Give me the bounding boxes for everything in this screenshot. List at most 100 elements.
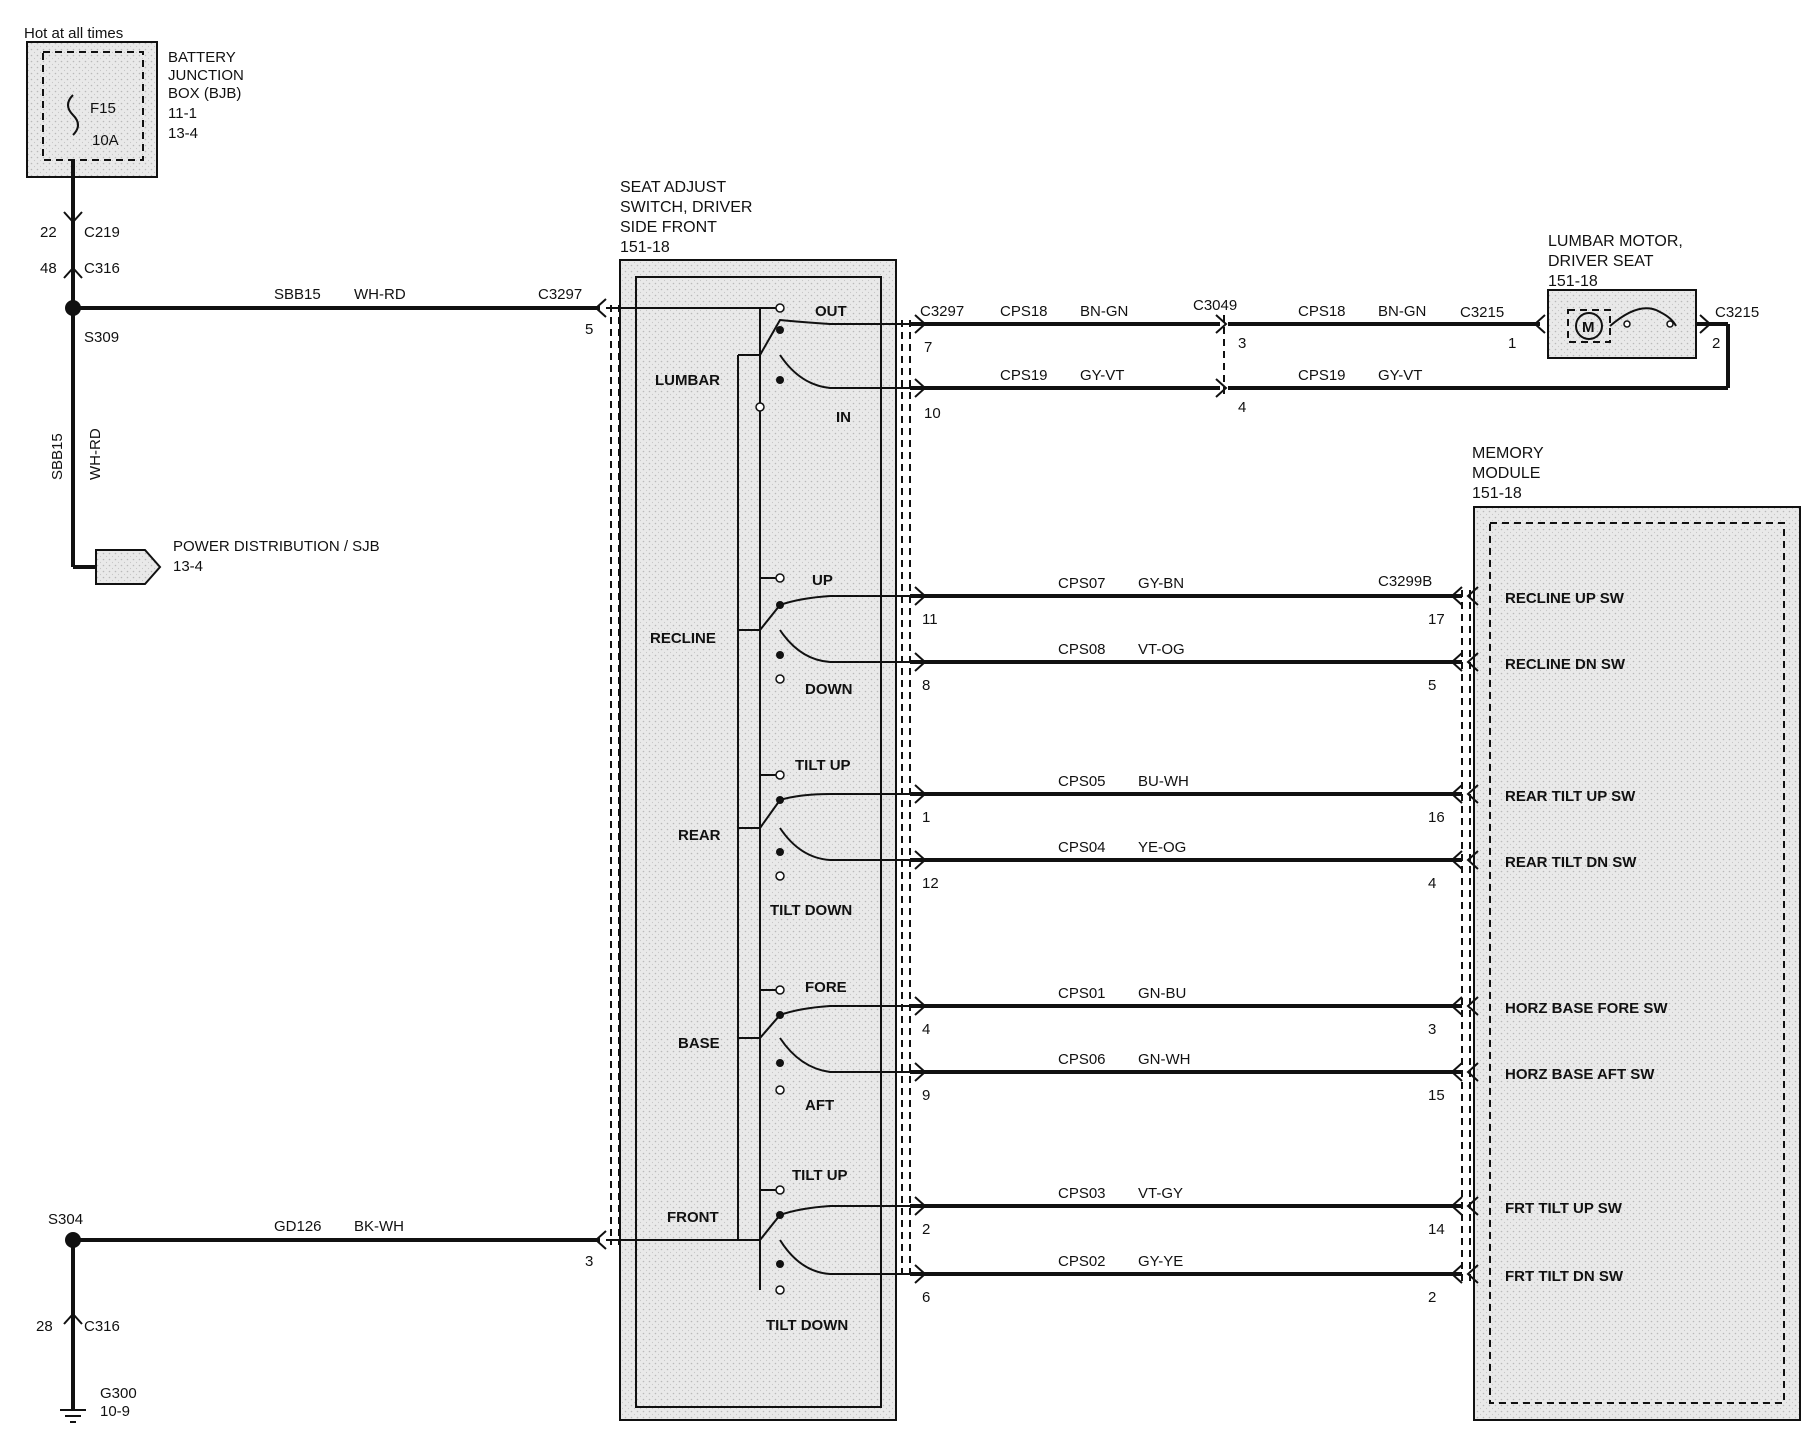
lumbar-out-label: OUT	[815, 303, 847, 320]
lumbar-w2-pin-sw: 10	[924, 405, 941, 422]
lumbar-in-label: IN	[836, 409, 851, 426]
bjb-title-line-1: BATTERY	[168, 49, 236, 66]
front-tilt-up-label: TILT UP	[792, 1167, 848, 1184]
c316-ground-pin: 28	[36, 1318, 53, 1335]
lumbar-w2-circuit2: CPS19	[1298, 367, 1346, 384]
module-input-arrow-icon	[1466, 1196, 1479, 1216]
vert-wire-color: WH-RD	[87, 428, 104, 480]
switch-connector-arrow-icon	[914, 850, 927, 870]
rear-tilt-up-label: TILT UP	[795, 757, 851, 774]
memory-wire-pin-sw: 2	[922, 1221, 930, 1238]
memory-wire-color: YE-OG	[1138, 839, 1186, 856]
memory-module-title-1: MEMORY	[1472, 445, 1544, 462]
memory-wire-pin-mm: 5	[1428, 677, 1436, 694]
switch-group-base: BASE FORE AFT	[678, 979, 910, 1114]
c316-ground-label: C316	[84, 1318, 120, 1335]
switch-connector-arrow-icon	[914, 784, 927, 804]
lumbar-w1-color: BN-GN	[1080, 303, 1128, 320]
lumbar-w2-pin-motor: 2	[1712, 335, 1720, 352]
c219-label: C219	[84, 224, 120, 241]
c3297-pin-5: 5	[585, 321, 593, 338]
lumbar-motor: LUMBAR MOTOR, DRIVER SEAT 151-18 M	[1547, 233, 1697, 359]
module-connector-arrow-icon	[1450, 652, 1463, 672]
memory-module-title-3: 151-18	[1472, 485, 1522, 502]
memory-signal-label: FRT TILT DN SW	[1505, 1268, 1624, 1285]
switch-connector-arrow-icon	[914, 652, 927, 672]
memory-wire-pin-sw: 1	[922, 809, 930, 826]
switch-group-recline: RECLINE UP DOWN	[650, 572, 910, 698]
g300-ref: 10-9	[100, 1403, 130, 1420]
lumbar-w1-circuit: CPS18	[1000, 303, 1048, 320]
sbb15-color: WH-RD	[354, 286, 406, 303]
memory-signal-label: HORZ BASE AFT SW	[1505, 1066, 1655, 1083]
module-connector-arrow-icon	[1450, 996, 1463, 1016]
splice-s304-label: S304	[48, 1211, 83, 1228]
gd126-color: BK-WH	[354, 1218, 404, 1235]
lumbar-w1-pin-motor: 1	[1508, 335, 1516, 352]
bjb-title-line-2: JUNCTION	[168, 67, 244, 84]
memory-wire-color: GN-WH	[1138, 1051, 1191, 1068]
memory-signal-label: REAR TILT DN SW	[1505, 854, 1637, 871]
recline-group-label: RECLINE	[650, 630, 716, 647]
c3297-pin5-connector-icon	[594, 298, 607, 318]
lumbar-w2-pin-mid: 4	[1238, 399, 1246, 416]
module-input-arrow-icon	[1466, 1062, 1479, 1082]
module-connector-arrow-icon	[1450, 586, 1463, 606]
memory-module-title-2: MODULE	[1472, 465, 1540, 482]
memory-wire-pin-sw: 9	[922, 1087, 930, 1104]
recline-up-label: UP	[812, 572, 833, 589]
battery-junction-box: Hot at all times BATTERY JUNCTION BOX (B…	[24, 25, 244, 178]
lumbar-w1-pin-sw: 7	[924, 339, 932, 356]
memory-signal-label: REAR TILT UP SW	[1505, 788, 1636, 805]
memory-signal-label: FRT TILT UP SW	[1505, 1200, 1623, 1217]
power-distribution-arrow-icon	[95, 549, 162, 585]
module-input-arrow-icon	[1466, 850, 1479, 870]
memory-wire-circuit: CPS07	[1058, 575, 1106, 592]
base-aft-label: AFT	[805, 1097, 834, 1114]
c3297-pin-3: 3	[585, 1253, 593, 1270]
module-connector-arrow-icon	[1450, 850, 1463, 870]
fuse-id: F15	[90, 100, 116, 117]
switch-connector-arrow-icon	[914, 1196, 927, 1216]
motor-icon	[1575, 312, 1603, 340]
memory-wire-pin-sw: 6	[922, 1289, 930, 1306]
switch-connector-arrow-icon	[914, 1062, 927, 1082]
power-dist-line-1: POWER DISTRIBUTION / SJB	[173, 538, 380, 555]
memory-wire-pin-mm: 4	[1428, 875, 1436, 892]
feed-wire: 22 C219 48 C316 S309 SBB15 WH-RD POWER D…	[40, 160, 380, 585]
c3049-label: C3049	[1193, 297, 1237, 314]
seat-adjust-switch: SEAT ADJUST SWITCH, DRIVER SIDE FRONT 15…	[606, 179, 911, 1421]
lumbar-w1-pin-mid: 3	[1238, 335, 1246, 352]
module-input-arrow-icon	[1466, 586, 1479, 606]
recline-down-label: DOWN	[805, 681, 853, 698]
memory-wire-pin-sw: 11	[922, 611, 938, 628]
memory-wire-pin-mm: 3	[1428, 1021, 1436, 1038]
c3299b-label: C3299B	[1378, 573, 1432, 590]
memory-wire-pin-mm: 14	[1428, 1221, 1445, 1238]
splice-s309-label: S309	[84, 329, 119, 346]
fuse-amps: 10A	[92, 132, 119, 149]
base-group-label: BASE	[678, 1035, 720, 1052]
memory-signal-label: HORZ BASE FORE SW	[1505, 1000, 1668, 1017]
bjb-ref-2: 13-4	[168, 125, 198, 142]
lumbar-motor-title-1: LUMBAR MOTOR,	[1548, 233, 1683, 250]
memory-wire-color: GY-BN	[1138, 575, 1184, 592]
memory-wire-circuit: CPS08	[1058, 641, 1106, 658]
memory-wire-color: BU-WH	[1138, 773, 1189, 790]
memory-wire-color: GN-BU	[1138, 985, 1186, 1002]
lumbar-motor-title-2: DRIVER SEAT	[1548, 253, 1654, 270]
switch-connector-arrow-icon	[914, 996, 927, 1016]
memory-wire-pin-sw: 4	[922, 1021, 930, 1038]
front-group-label: FRONT	[667, 1209, 719, 1226]
module-connector-arrow-icon	[1450, 1196, 1463, 1216]
memory-wire-pin-sw: 8	[922, 677, 930, 694]
c3297-right-label: C3297	[920, 303, 964, 320]
memory-wire-circuit: CPS02	[1058, 1253, 1106, 1270]
sbb15-circuit: SBB15	[274, 286, 321, 303]
module-input-arrow-icon	[1466, 996, 1479, 1016]
c3215-left-label: C3215	[1460, 304, 1504, 321]
motor-symbol: M	[1582, 319, 1595, 336]
memory-wire-pin-mm: 16	[1428, 809, 1445, 826]
front-tilt-down-label: TILT DOWN	[766, 1317, 848, 1334]
